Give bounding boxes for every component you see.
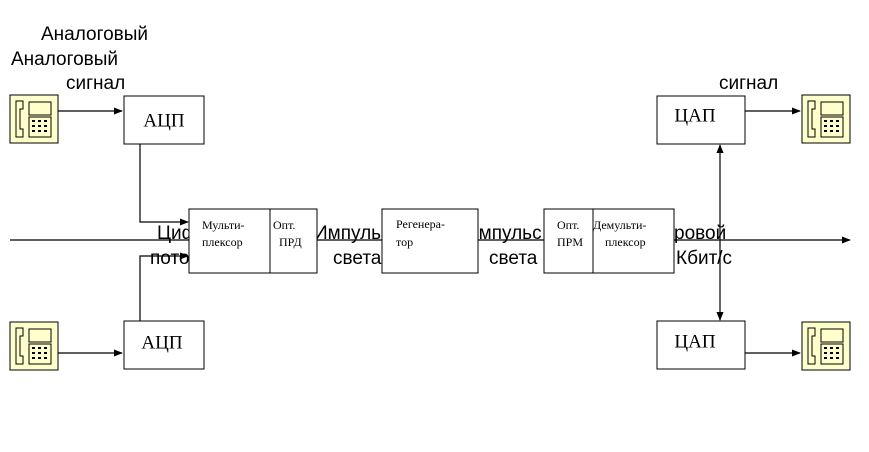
impulse-right-label-b: света	[489, 248, 538, 269]
adc-block-bottom: АЦП	[123, 320, 205, 370]
demultiplexer-label-line2: плексор	[605, 235, 646, 249]
optical-transmitter-block: Опт. ПРД	[269, 208, 318, 274]
dac-bottom-label: ЦАП	[674, 331, 715, 352]
signal-label-right: сигнал	[719, 73, 778, 94]
arrow-adc-bottom-to-mux	[139, 252, 189, 321]
telephone-icon-top-left	[9, 94, 59, 144]
telephone-icon-bottom-right	[801, 321, 851, 371]
multiplexer-label-line2: плексор	[202, 235, 243, 249]
regenerator-label-line2: тор	[396, 235, 413, 249]
demultiplexer-block: Демульти- плексор	[592, 208, 675, 274]
optical-receiver-block: Опт. ПРМ	[543, 208, 594, 274]
adc-bottom-label: АЦП	[141, 332, 182, 353]
multiplexer-block: Мульти- плексор	[188, 208, 271, 274]
impulse-left-label-b: света	[333, 248, 382, 269]
multiplexer-label-line1: Мульти-	[202, 218, 245, 232]
digital-label-b: пото	[150, 248, 190, 269]
telephone-icon-top-right	[801, 94, 851, 144]
regenerator-label-line1: Регенера-	[396, 217, 445, 231]
analog-signal-label-2: Аналоговый	[11, 49, 118, 70]
optical-transmitter-label-line1: Опт.	[273, 218, 295, 232]
digital-stream-label: ровой	[674, 223, 726, 244]
optical-receiver-label-line1: Опт.	[557, 218, 579, 232]
regenerator-block: Регенера- тор	[381, 208, 479, 274]
telephone-icon-bottom-left	[9, 321, 59, 371]
analog-signal-label-1: Аналоговый	[41, 24, 148, 45]
demultiplexer-label-line1: Демульти-	[593, 218, 646, 232]
optical-receiver-label-line2: ПРМ	[557, 235, 583, 249]
dac-block-top: ЦАП	[656, 95, 746, 145]
signal-label-left: сигнал	[66, 73, 125, 94]
arrow-adc-top-to-mux	[139, 144, 189, 226]
dac-top-label: ЦАП	[674, 105, 715, 126]
adc-block-top: АЦП	[123, 95, 205, 145]
digital-label-a: Циф	[157, 223, 197, 244]
adc-top-label: АЦП	[143, 110, 184, 131]
impulse-left-label-a: Импульс	[314, 223, 391, 244]
optical-transmitter-label-line2: ПРД	[279, 235, 302, 249]
impulse-right-label-a: Импульс	[465, 223, 542, 244]
kbit-label: Кбит/с	[676, 248, 732, 269]
dac-block-bottom: ЦАП	[656, 320, 746, 370]
